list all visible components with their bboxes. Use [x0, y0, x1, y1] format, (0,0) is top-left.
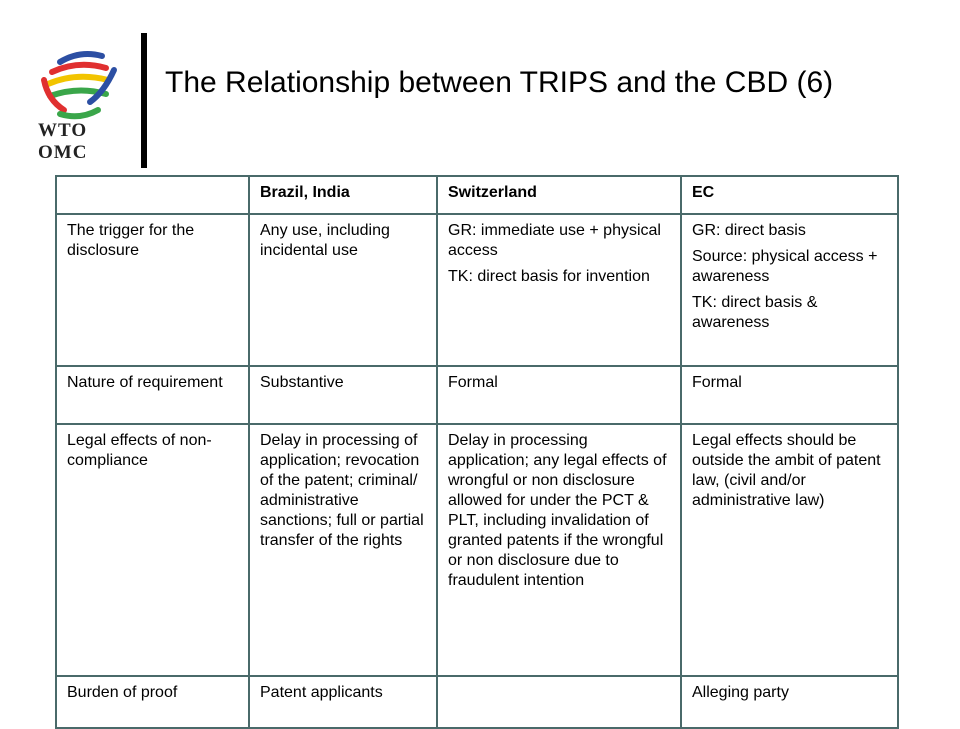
cell-text: Source: physical access + awareness	[692, 248, 878, 285]
comparison-table: Brazil, India Switzerland EC The trigger…	[55, 175, 899, 729]
cell-text: TK: direct basis & awareness	[692, 294, 818, 331]
cell-switzerland	[436, 675, 682, 729]
cell-brazil-india: Patent applicants	[248, 675, 438, 729]
logo-stripe-red	[49, 61, 109, 75]
cell-switzerland: Delay in processing application; any leg…	[436, 423, 682, 677]
cell-brazil-india: Substantive	[248, 365, 438, 425]
title-divider	[141, 33, 147, 168]
logo-stripe-yellow	[45, 73, 111, 87]
logo-stripe-red-left	[41, 77, 67, 113]
header-switzerland: Switzerland	[436, 175, 682, 215]
cell-switzerland: GR: immediate use + physical access TK: …	[436, 213, 682, 367]
cell-switzerland: Formal	[436, 365, 682, 425]
table-row: The trigger for the disclosure Any use, …	[55, 213, 899, 367]
logo-stripe-blue-right	[87, 67, 117, 105]
row-label: Legal effects of non-compliance	[55, 423, 250, 677]
header-brazil-india: Brazil, India	[248, 175, 438, 215]
page-title: The Relationship between TRIPS and the C…	[165, 66, 834, 99]
cell-ec: Formal	[680, 365, 899, 425]
header-empty-cell	[55, 175, 250, 215]
cell-text: GR: immediate use + physical access	[448, 222, 661, 259]
table-row: Legal effects of non-compliance Delay in…	[55, 423, 899, 677]
cell-brazil-india: Delay in processing of application; revo…	[248, 423, 438, 677]
logo-stripe-blue	[57, 51, 105, 65]
table-row: Nature of requirement Substantive Formal…	[55, 365, 899, 425]
table-row: Burden of proof Patent applicants Allegi…	[55, 675, 899, 729]
cell-ec: Legal effects should be outside the ambi…	[680, 423, 899, 677]
row-label: Burden of proof	[55, 675, 250, 729]
header-ec: EC	[680, 175, 899, 215]
wto-logo-icon	[41, 51, 117, 120]
logo-text: WTO OMC	[38, 120, 88, 163]
row-label: Nature of requirement	[55, 365, 250, 425]
row-label: The trigger for the disclosure	[55, 213, 250, 367]
cell-text: TK: direct basis for invention	[448, 268, 650, 285]
logo-stripe-green-bottom	[57, 107, 101, 120]
cell-text: GR: direct basis	[692, 222, 806, 239]
cell-ec: Alleging party	[680, 675, 899, 729]
table-header-row: Brazil, India Switzerland EC	[55, 175, 899, 215]
cell-text: Any use, including incidental use	[260, 222, 390, 259]
cell-ec: GR: direct basis Source: physical access…	[680, 213, 899, 367]
cell-brazil-india: Any use, including incidental use	[248, 213, 438, 367]
